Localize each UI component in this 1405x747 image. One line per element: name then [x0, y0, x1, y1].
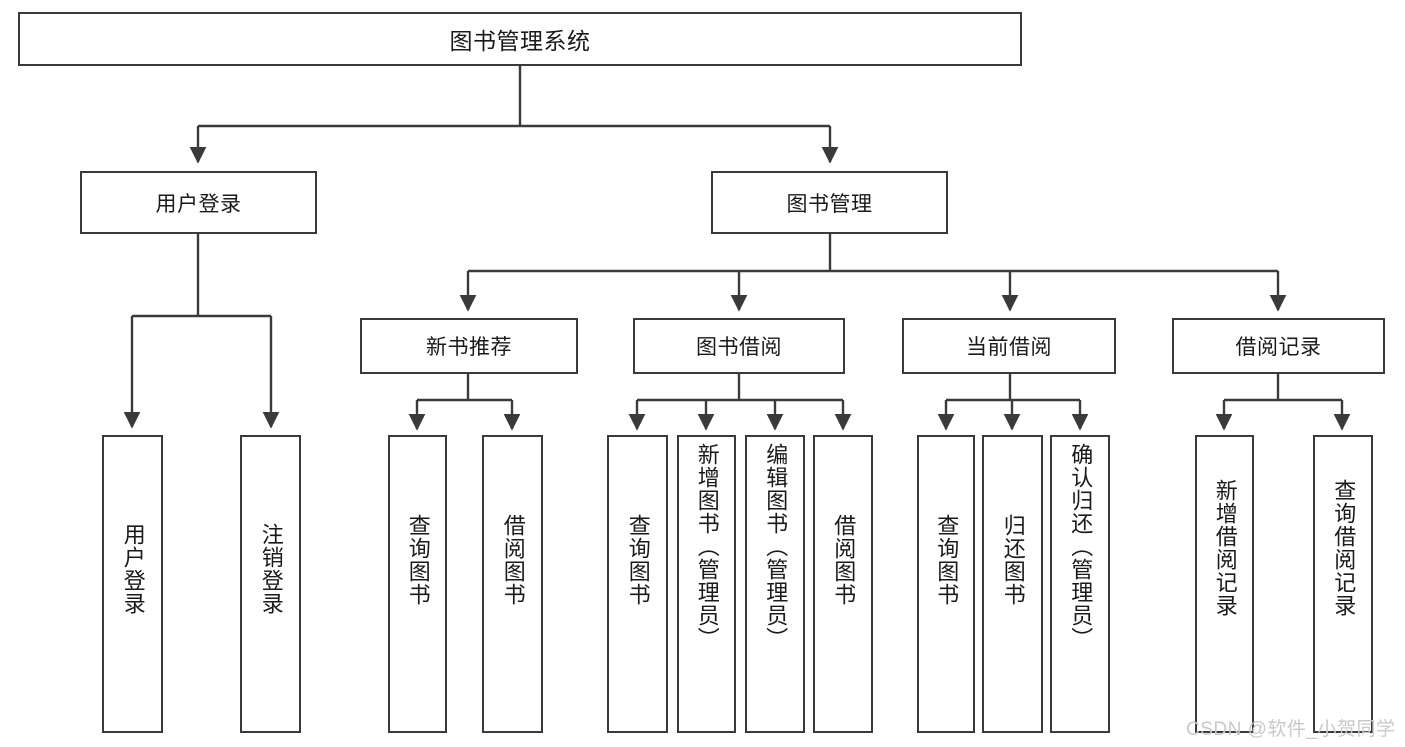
- leaf-query-borrow-record-label: 查询借阅记录: [1331, 479, 1357, 617]
- leaf-add-borrow-record[interactable]: 新增借阅记录: [1195, 435, 1254, 733]
- node-book-manage[interactable]: 图书管理: [711, 171, 948, 234]
- leaf-query-book-current-label: 查询图书: [934, 514, 960, 606]
- leaf-add-borrow-record-label: 新增借阅记录: [1212, 479, 1238, 617]
- leaf-query-book-current[interactable]: 查询图书: [917, 435, 975, 733]
- leaf-confirm-return-admin-label: 确认归还（管理员）: [1068, 443, 1094, 650]
- leaf-user-login-label: 用户登录: [120, 523, 146, 615]
- leaf-borrow-book-recommend-label: 借阅图书: [500, 514, 526, 606]
- node-book-borrow-label: 图书借阅: [696, 336, 782, 359]
- node-root[interactable]: 图书管理系统: [18, 12, 1022, 66]
- leaf-edit-book-admin-label: 编辑图书（管理员）: [763, 443, 789, 650]
- csdn-watermark: CSDN @软件_小贺同学: [1186, 719, 1396, 740]
- leaf-query-borrow-record[interactable]: 查询借阅记录: [1313, 435, 1373, 733]
- leaf-user-login[interactable]: 用户登录: [102, 435, 163, 733]
- leaf-borrow-book-borrow-label: 借阅图书: [831, 514, 857, 606]
- node-new-book-recommend-label: 新书推荐: [426, 336, 512, 359]
- leaf-query-book-borrow-label: 查询图书: [625, 514, 651, 606]
- leaf-logout-login-label: 注销登录: [258, 523, 284, 615]
- node-user-login-label: 用户登录: [155, 192, 242, 216]
- node-current-borrow[interactable]: 当前借阅: [902, 318, 1116, 374]
- node-book-borrow[interactable]: 图书借阅: [633, 318, 845, 374]
- leaf-logout-login[interactable]: 注销登录: [240, 435, 301, 733]
- leaf-query-book-recommend[interactable]: 查询图书: [388, 435, 447, 733]
- node-new-book-recommend[interactable]: 新书推荐: [360, 318, 578, 374]
- leaf-confirm-return-admin[interactable]: 确认归还（管理员）: [1050, 435, 1110, 733]
- leaf-edit-book-admin[interactable]: 编辑图书（管理员）: [745, 435, 805, 733]
- node-borrow-record[interactable]: 借阅记录: [1172, 318, 1385, 374]
- leaf-add-book-admin[interactable]: 新增图书（管理员）: [677, 435, 736, 733]
- leaf-borrow-book-recommend[interactable]: 借阅图书: [482, 435, 543, 733]
- leaf-borrow-book-borrow[interactable]: 借阅图书: [813, 435, 873, 733]
- node-user-login[interactable]: 用户登录: [80, 171, 317, 234]
- leaf-query-book-recommend-label: 查询图书: [405, 514, 431, 606]
- node-book-manage-label: 图书管理: [786, 192, 873, 216]
- leaf-query-book-borrow[interactable]: 查询图书: [607, 435, 668, 733]
- node-root-label: 图书管理系统: [449, 28, 591, 54]
- node-borrow-record-label: 借阅记录: [1235, 336, 1322, 359]
- leaf-return-book[interactable]: 归还图书: [982, 435, 1043, 733]
- leaf-return-book-label: 归还图书: [1000, 514, 1026, 606]
- node-current-borrow-label: 当前借阅: [966, 336, 1052, 359]
- leaf-add-book-admin-label: 新增图书（管理员）: [694, 443, 720, 650]
